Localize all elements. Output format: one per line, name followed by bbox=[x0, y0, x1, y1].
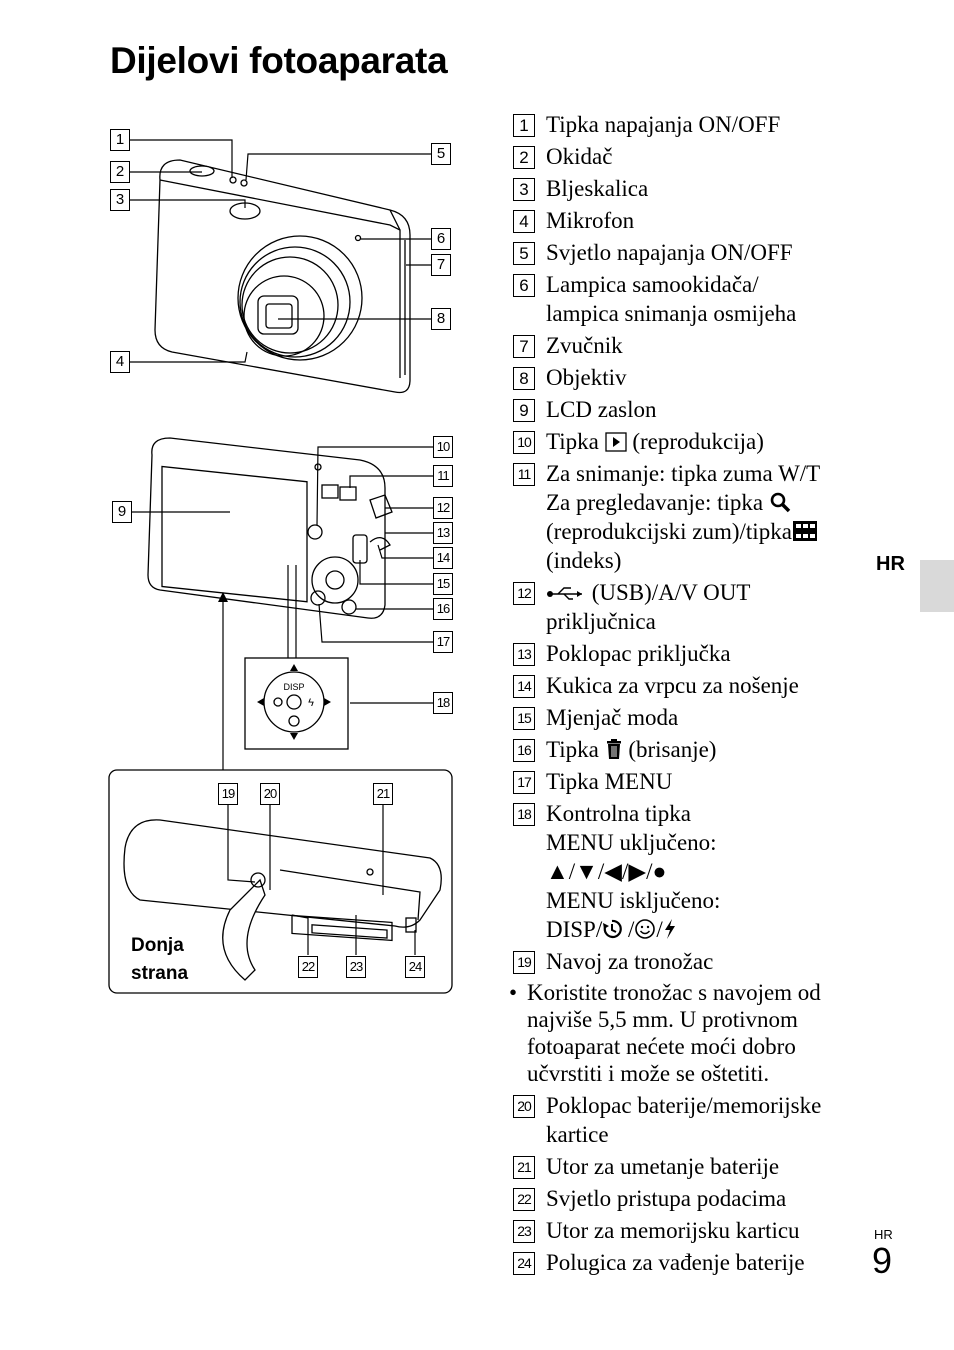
footer-language: HR bbox=[874, 1227, 893, 1242]
flash-icon bbox=[664, 919, 675, 939]
language-tab-label: HR bbox=[876, 553, 905, 575]
smile-icon bbox=[635, 919, 656, 939]
callout-1: 1 bbox=[110, 129, 130, 151]
language-tab bbox=[920, 560, 954, 612]
callout-5: 5 bbox=[431, 143, 451, 165]
legend-item-11: 11 Za snimanje: tipka zuma W/T Za pregle… bbox=[513, 459, 873, 575]
legend-item-12: 12 (USB)/A/V OUT priključnica bbox=[513, 578, 873, 636]
camera-illustration: DISP ϟ bbox=[108, 139, 453, 994]
trash-icon bbox=[606, 739, 621, 759]
callout-9: 9 bbox=[112, 501, 132, 523]
callout-14: 14 bbox=[433, 547, 453, 569]
callout-7: 7 bbox=[431, 254, 451, 276]
callout-20: 20 bbox=[260, 783, 280, 805]
bottom-side-label: Donja strana bbox=[131, 935, 189, 984]
callout-12: 12 bbox=[433, 497, 453, 519]
camera-front-view bbox=[154, 159, 411, 394]
dpad-disp-label: DISP bbox=[283, 682, 304, 692]
callout-19: 19 bbox=[218, 783, 238, 805]
flash-icon: ϟ bbox=[308, 697, 314, 709]
page-number: 9 bbox=[872, 1240, 893, 1281]
callout-24: 24 bbox=[405, 956, 425, 978]
callout-8: 8 bbox=[431, 308, 451, 330]
bottom-inset bbox=[108, 769, 453, 994]
callout-17: 17 bbox=[433, 631, 453, 653]
usb-icon bbox=[547, 587, 582, 600]
leader-lines bbox=[130, 139, 435, 955]
camera-back-view bbox=[147, 437, 393, 619]
callout-6: 6 bbox=[431, 228, 451, 250]
camera-figure: DISP ϟ 1 2 3 4 5 6 7 8 9 10 11 12 13 14 … bbox=[100, 120, 470, 1010]
zoom-magnifier-icon bbox=[770, 492, 791, 513]
index-grid-icon bbox=[792, 521, 817, 541]
callout-2: 2 bbox=[110, 161, 130, 183]
callout-10: 10 bbox=[433, 436, 453, 458]
legend-item-18: 18 Kontrolna tipka MENU uključeno: ▲/▼/◀… bbox=[513, 799, 873, 944]
tripod-note: • Koristite tronožac s navojem od najviš… bbox=[509, 980, 821, 1086]
callout-21: 21 bbox=[373, 783, 393, 805]
callout-22: 22 bbox=[298, 956, 318, 978]
callout-16: 16 bbox=[433, 598, 453, 620]
callout-15: 15 bbox=[433, 573, 453, 595]
callout-13: 13 bbox=[433, 522, 453, 544]
callout-18: 18 bbox=[433, 692, 453, 714]
callout-23: 23 bbox=[346, 956, 366, 978]
callout-11: 11 bbox=[433, 465, 453, 487]
play-icon bbox=[604, 432, 627, 452]
callout-3: 3 bbox=[110, 189, 130, 211]
self-timer-icon bbox=[603, 919, 623, 938]
dpad-icons-inset: DISP ϟ bbox=[283, 682, 314, 709]
page-title: Dijelovi fotoaparata bbox=[110, 40, 448, 81]
callout-4: 4 bbox=[110, 351, 130, 373]
